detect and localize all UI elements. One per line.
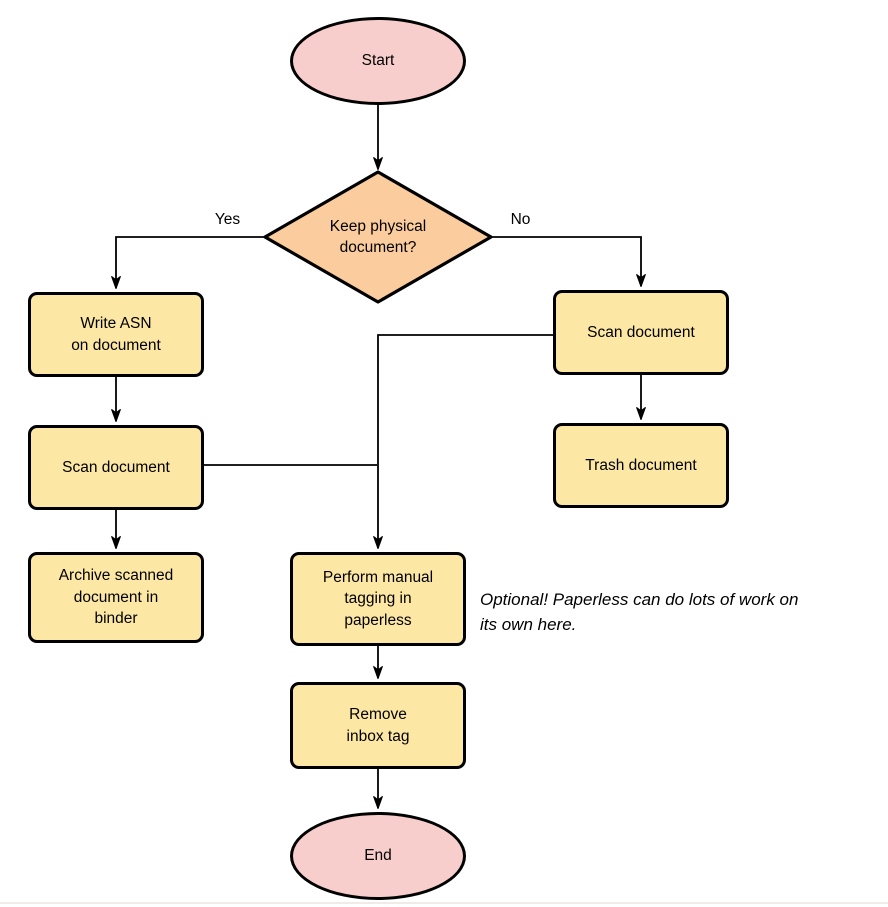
node-end-label: End: [364, 847, 392, 865]
edge-decision-yes-to-write-asn: [111, 236, 265, 290]
node-decision: Keep physical document?: [288, 197, 468, 277]
decision-diamond-shape: [263, 170, 493, 304]
edge-decision-no-to-scan-right: [491, 236, 646, 288]
node-scan-document-right: Scan document: [553, 290, 729, 375]
node-write-asn-label: Write ASN on document: [71, 315, 161, 354]
node-scan-document-left: Scan document: [28, 425, 204, 510]
node-start: Start: [290, 17, 466, 105]
edge-label-no: No: [510, 211, 531, 228]
node-end: End: [290, 812, 466, 900]
node-manual-tagging: Perform manual tagging in paperless: [290, 552, 466, 646]
node-write-asn: Write ASN on document: [28, 292, 204, 377]
node-remove-inbox-tag-label: Remove inbox tag: [346, 706, 410, 745]
node-decision-label: Keep physical document?: [329, 217, 427, 256]
edge-label-yes: Yes: [214, 211, 241, 228]
bottom-divider: [0, 902, 888, 904]
node-manual-tagging-label: Perform manual tagging in paperless: [322, 568, 434, 629]
node-remove-inbox-tag: Remove inbox tag: [290, 682, 466, 769]
optional-note: Optional! Paperless can do lots of work …: [480, 590, 799, 634]
node-start-label: Start: [361, 52, 395, 70]
node-archive-binder: Archive scanned document in binder: [28, 552, 204, 643]
node-archive-binder-label: Archive scanned document in binder: [58, 567, 174, 628]
edge-scan-right-to-tagging: [373, 334, 553, 550]
node-scan-document-left-label: Scan document: [62, 458, 170, 476]
node-trash-document-label: Trash document: [585, 456, 697, 474]
node-trash-document: Trash document: [553, 423, 729, 508]
node-scan-document-right-label: Scan document: [587, 323, 695, 341]
